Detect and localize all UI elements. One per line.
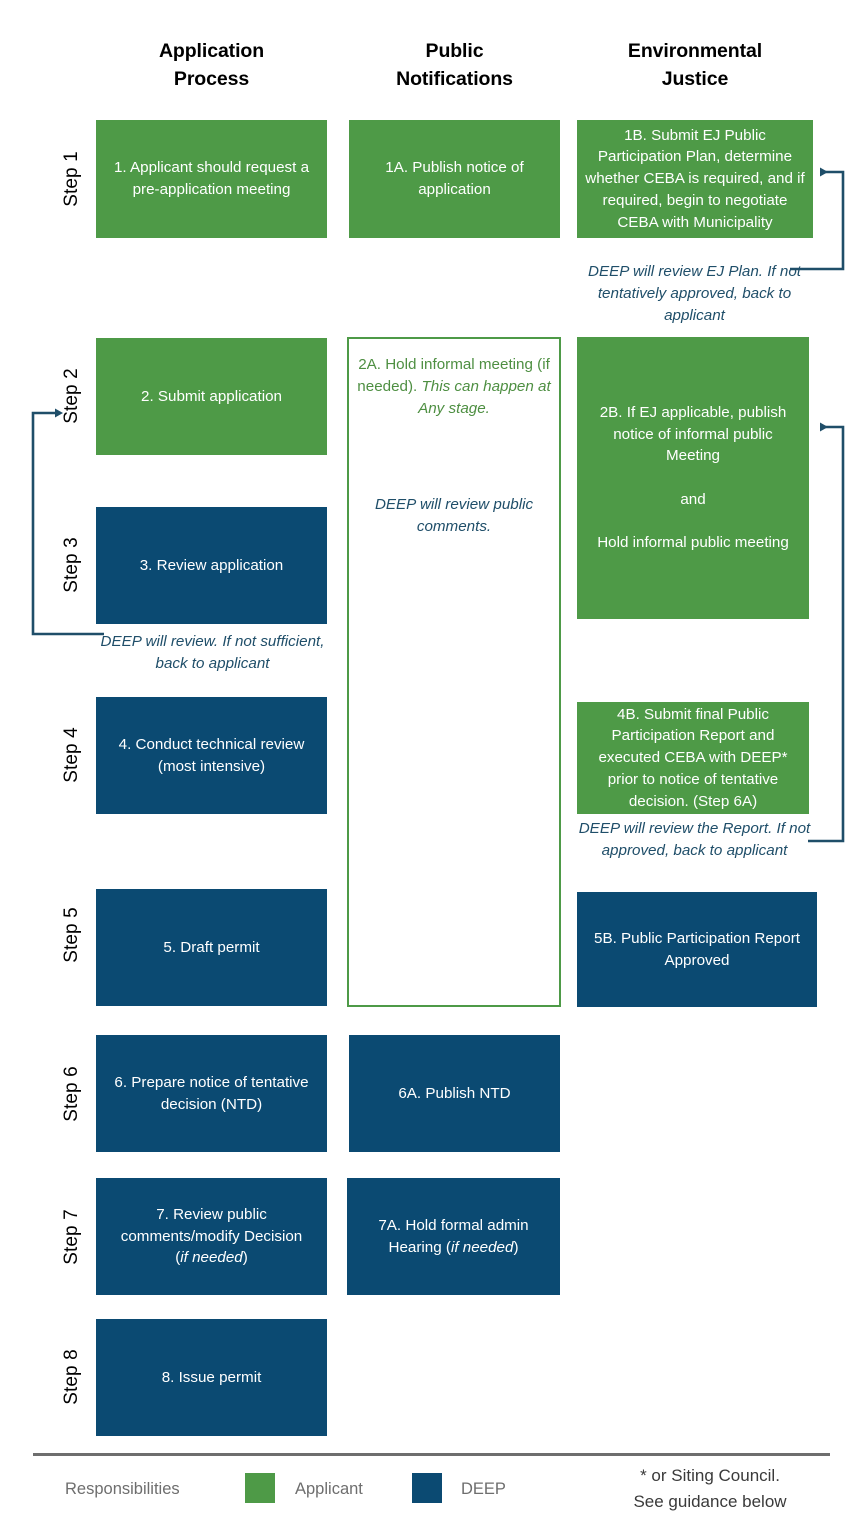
panel-2A-line1: 2A. Hold informal meeting (if needed).: [357, 356, 550, 396]
box-2B-line1: 2B. If EJ applicable, publish notice of …: [599, 403, 787, 465]
box-7-review-public-comments-modify-decision[interactable]: 7. Review public comments/modify Decisio…: [96, 1178, 327, 1295]
box-7-paren-close: ): [242, 1249, 248, 1267]
box-label: 4. Conduct technical review (most intens…: [118, 735, 305, 775]
column-header-environmental-justice: Environmental Justice: [577, 38, 813, 93]
column-header-line2: Process: [173, 67, 250, 90]
box-8-issue-permit[interactable]: 8. Issue permit: [96, 1319, 327, 1436]
box-6-prepare-notice-of-tentative-decision[interactable]: 6. Prepare notice of tentative decision …: [96, 1035, 327, 1152]
box-label: 1B. Submit EJ Public Participation Plan,…: [585, 126, 805, 231]
box-2B-line3: Hold informal public meeting: [597, 534, 789, 552]
column-header-line1: Application: [158, 40, 265, 62]
box-4B-submit-final-public-participation-report[interactable]: 4B. Submit final Public Participation Re…: [577, 702, 809, 814]
box-7-line1: 7. Review public comments/modify Decisio…: [120, 1205, 303, 1245]
panel-2A-public-notifications[interactable]: [347, 337, 561, 1007]
arrow-report-feedback: [808, 422, 845, 843]
box-2B-line2: and: [680, 490, 706, 508]
box-1B-submit-ej-public-participation-plan[interactable]: 1B. Submit EJ Public Participation Plan,…: [577, 120, 813, 238]
step-label-2: Step 2: [61, 368, 82, 424]
box-7A-paren-close: ): [513, 1238, 519, 1256]
legend-footnote: * or Siting Council. See guidance below: [590, 1463, 830, 1514]
box-7-paren-open: (: [175, 1249, 181, 1267]
legend-footnote-line2: See guidance below: [633, 1491, 787, 1511]
legend-label-applicant: Applicant: [295, 1480, 363, 1498]
box-label: 7A. Hold formal admin Hearing (if needed…: [355, 1215, 552, 1258]
box-5-draft-permit[interactable]: 5. Draft permit: [96, 889, 327, 1006]
panel-2A-note-public-comments: DEEP will review public comments.: [374, 496, 534, 536]
box-label: 6A. Publish NTD: [398, 1084, 511, 1102]
legend-footnote-line1: * or Siting Council.: [640, 1466, 780, 1485]
box-3-review-application[interactable]: 3. Review application: [96, 507, 327, 624]
panel-2A-line2: This can happen at Any stage.: [418, 378, 551, 418]
box-7A-line2-pre: Hearing (: [388, 1238, 451, 1256]
box-label: 5. Draft permit: [163, 938, 260, 956]
step-label-7: Step 7: [61, 1209, 82, 1265]
note-deep-review-report: DEEP will review the Report. If not appr…: [578, 820, 811, 860]
panel-2A-text-primary: 2A. Hold informal meeting (if needed). T…: [355, 354, 553, 420]
box-7A-hold-formal-admin-hearing[interactable]: 7A. Hold formal admin Hearing (if needed…: [347, 1178, 560, 1295]
column-header-line2: Notifications: [396, 67, 513, 90]
step-label-4: Step 4: [61, 727, 82, 783]
box-label: 1A. Publish notice of application: [385, 159, 524, 198]
box-1-pre-application-meeting[interactable]: 1. Applicant should request a pre-applic…: [96, 120, 327, 238]
box-label: 6. Prepare notice of tentative decision …: [114, 1073, 309, 1113]
step-label-1: Step 1: [61, 151, 82, 207]
step-label-5: Step 5: [61, 907, 82, 963]
box-label: 1. Applicant should request a pre-applic…: [113, 159, 310, 198]
legend-swatch-applicant: [245, 1473, 275, 1503]
column-header-line1: Environmental: [627, 40, 763, 62]
box-2-submit-application[interactable]: 2. Submit application: [96, 338, 327, 455]
legend-title: Responsibilities: [65, 1480, 180, 1498]
note-deep-review-application: DEEP will review. If not sufficient, bac…: [100, 633, 325, 673]
column-header-application-process: Application Process: [96, 38, 327, 93]
box-label: 3. Review application: [139, 556, 284, 574]
footer-divider: [33, 1453, 830, 1456]
box-2B-publish-notice-informal-public-meeting[interactable]: 2B. If EJ applicable, publish notice of …: [577, 337, 809, 619]
column-header-line1: Public: [425, 40, 484, 62]
legend-label-deep: DEEP: [461, 1480, 506, 1498]
box-5B-public-participation-report-approved[interactable]: 5B. Public Participation Report Approved: [577, 892, 817, 1007]
step-label-6: Step 6: [61, 1066, 82, 1122]
box-6A-publish-ntd[interactable]: 6A. Publish NTD: [349, 1035, 560, 1152]
box-1A-publish-notice-of-application[interactable]: 1A. Publish notice of application: [349, 120, 560, 238]
step-label-3: Step 3: [61, 537, 82, 593]
box-label: 4B. Submit final Public Participation Re…: [598, 705, 788, 810]
note-deep-review-ej-plan: DEEP will review EJ Plan. If not tentati…: [588, 263, 801, 325]
legend-swatch-deep: [412, 1473, 442, 1503]
box-label: 2B. If EJ applicable, publish notice of …: [585, 402, 801, 554]
column-header-line2: Justice: [661, 67, 729, 90]
box-7A-if-needed: if needed: [450, 1238, 514, 1256]
box-7-if-needed: if needed: [180, 1249, 243, 1267]
box-label: 8. Issue permit: [161, 1368, 262, 1386]
box-label: 5B. Public Participation Report Approved: [594, 929, 800, 969]
box-label: 2. Submit application: [141, 387, 282, 405]
box-4-conduct-technical-review[interactable]: 4. Conduct technical review (most intens…: [96, 697, 327, 814]
column-header-public-notifications: Public Notifications: [349, 38, 560, 93]
box-label: 7. Review public comments/modify Decisio…: [104, 1204, 319, 1269]
box-7A-line1: 7A. Hold formal admin: [378, 1216, 529, 1234]
step-label-8: Step 8: [61, 1349, 82, 1405]
